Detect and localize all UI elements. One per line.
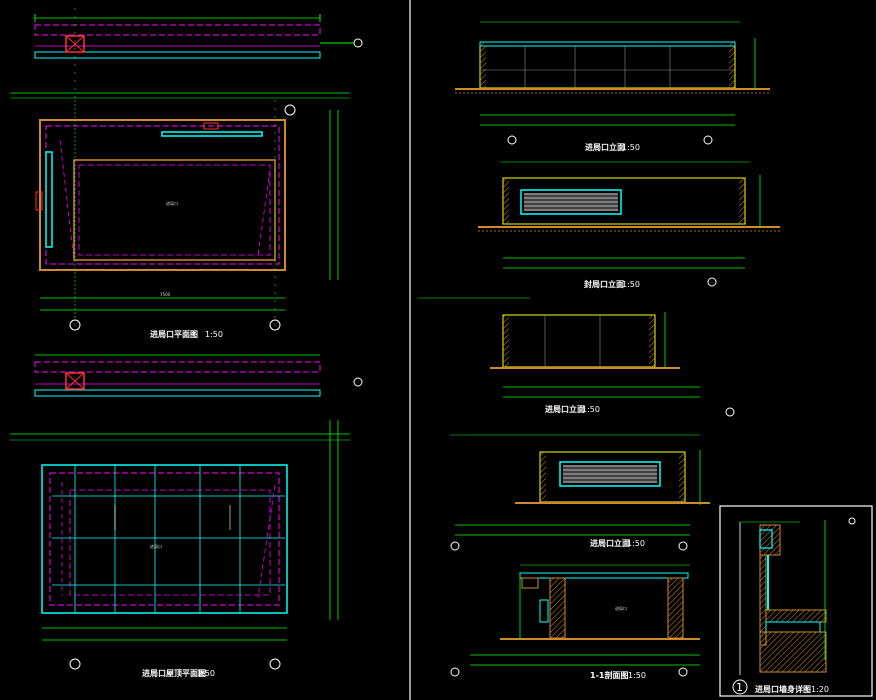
svg-text:7500: 7500 bbox=[160, 292, 171, 297]
elevation-b-scale: 1:50 bbox=[622, 280, 640, 289]
elevation-c-drawing bbox=[418, 297, 735, 417]
detail-number: 1 bbox=[736, 681, 743, 694]
section-1-1-title: 1-1剖面图 bbox=[590, 670, 628, 680]
elevation-a-scale: 1:50 bbox=[622, 143, 640, 152]
roof-plan-title: 进局口屋顶平面图 bbox=[142, 668, 206, 678]
elevation-d-title: 进局口立面 bbox=[590, 538, 630, 548]
svg-text:进局口: 进局口 bbox=[166, 200, 178, 206]
roof-plan-drawing: 进局口 bbox=[10, 354, 363, 670]
elevation-b-title: 封局口立面 bbox=[584, 279, 624, 289]
wall-detail-drawing bbox=[739, 517, 856, 675]
section-1-1-scale: 1:50 bbox=[628, 671, 646, 680]
detail-frame bbox=[719, 505, 873, 697]
elevation-a-drawing bbox=[455, 21, 770, 145]
svg-text:进局口: 进局口 bbox=[615, 605, 627, 611]
detail-title: 进局口墙身详图 bbox=[755, 684, 811, 694]
section-1-1-drawing: 进局口 bbox=[450, 564, 700, 677]
elevation-c-title: 进局口立面 bbox=[545, 404, 585, 414]
detail-number-bubble bbox=[732, 679, 748, 695]
svg-text:进局口: 进局口 bbox=[150, 543, 162, 549]
elevation-c-scale: 1:50 bbox=[582, 405, 600, 414]
plan-drawing: 7500 进局口 bbox=[10, 8, 363, 331]
elevation-d-scale: 1:50 bbox=[627, 539, 645, 548]
elevation-a-title: 进局口立面 bbox=[585, 142, 625, 152]
elevation-d-drawing bbox=[450, 434, 710, 551]
roof-plan-scale: 1:50 bbox=[197, 669, 215, 678]
elevation-b-drawing bbox=[478, 161, 780, 287]
plan-title: 进局口平面图 bbox=[150, 329, 198, 339]
detail-scale: 1:20 bbox=[811, 685, 829, 694]
plan-scale: 1:50 bbox=[205, 330, 223, 339]
